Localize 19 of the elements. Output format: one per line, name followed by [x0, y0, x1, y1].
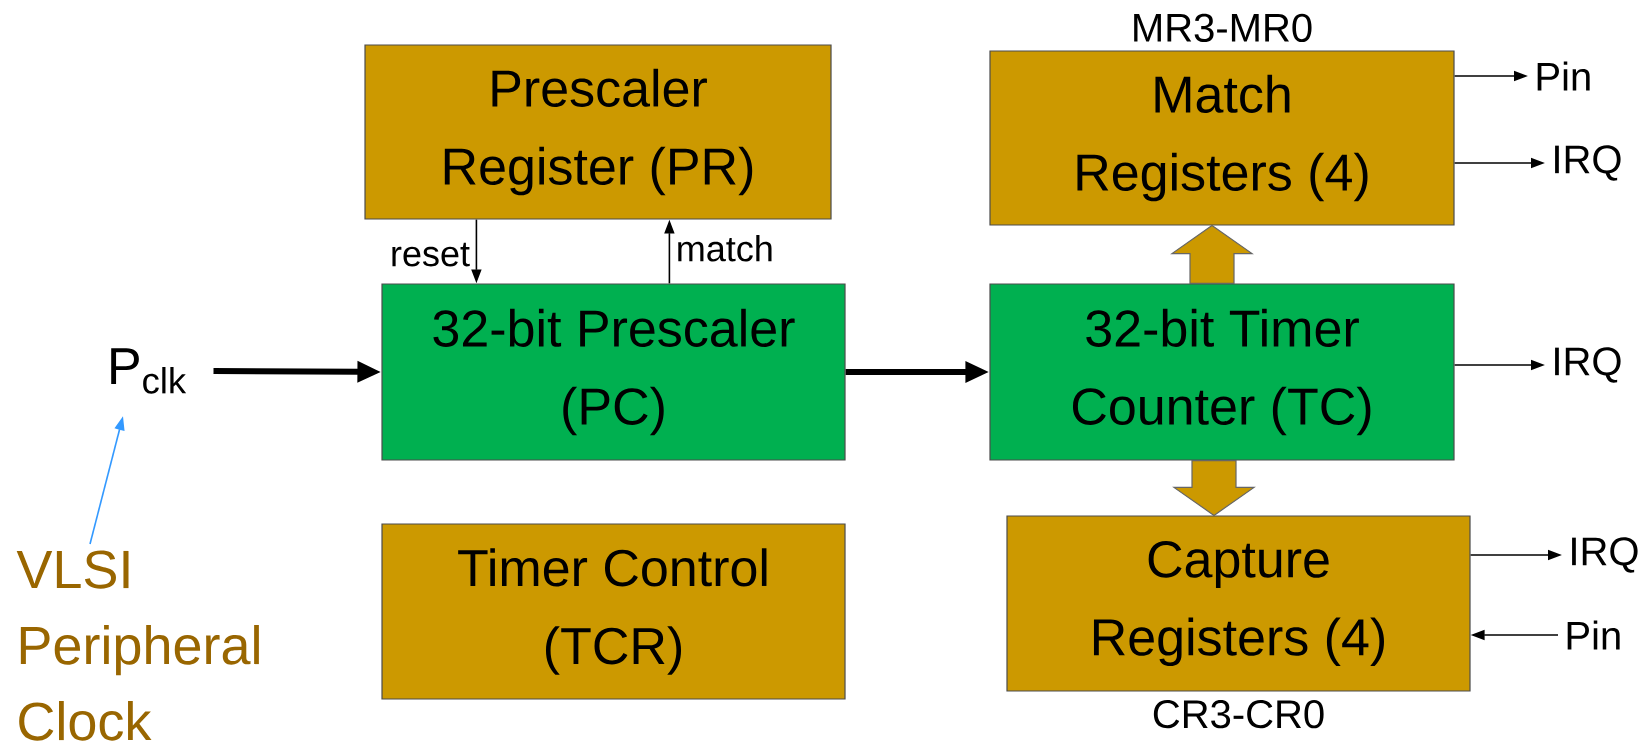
register-box: Prescaler Register (PR): [364, 44, 832, 220]
register-box: 32-bit Timer Counter (TC): [989, 283, 1455, 461]
note-text: VLSI Peripheral Clock: [16, 550, 259, 741]
clock-label: P$_{clk}$: [111, 348, 187, 394]
register-range-label: MR3-MR0: [1134, 13, 1312, 42]
register-box: Capture Registers (4): [1006, 515, 1471, 692]
edge-label: match: [678, 235, 772, 262]
signal-label: IRQ: [1555, 347, 1621, 383]
signal-label: IRQ: [1555, 145, 1621, 181]
register-box: Timer Control (TCR): [381, 523, 846, 700]
register-box: Match Registers (4): [989, 50, 1455, 226]
block-arrow: [1170, 224, 1254, 284]
edge-label: reset: [392, 242, 470, 267]
signal-label: IRQ: [1572, 537, 1638, 573]
register-range-label: CR3-CR0: [1153, 700, 1324, 729]
block-arrow: [1172, 460, 1256, 517]
register-box: 32-bit Prescaler (PC): [381, 283, 846, 461]
signal-label: Pin: [1567, 620, 1620, 650]
signal-label: Pin: [1537, 61, 1590, 91]
